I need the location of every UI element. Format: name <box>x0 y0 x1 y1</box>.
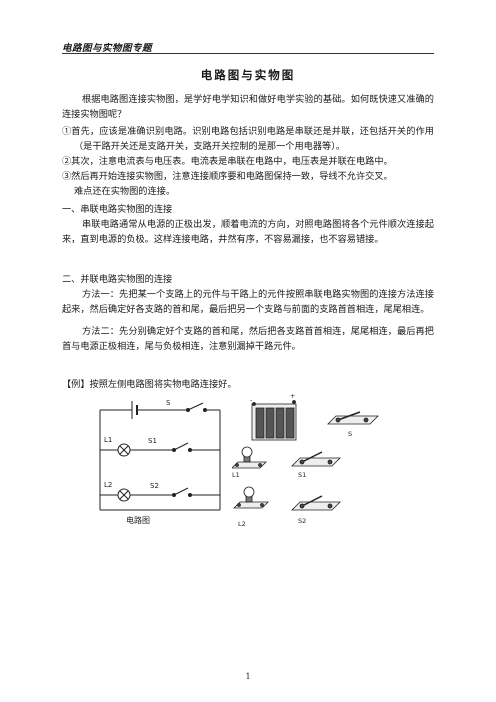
doc-title: 电路图与实物图 <box>200 68 296 82</box>
label-s1: S1 <box>148 437 157 445</box>
step-3: ③然后再开始连接实物图，注意连接顺序要和电路图保持一致，导线不允许交叉。 <box>62 171 393 182</box>
difficulty-note: 难点还在实物图的连接。 <box>74 186 176 197</box>
physical-components: - + S L1 S1 L2 S2 <box>232 392 379 528</box>
label-l1: L1 <box>104 436 112 444</box>
battery-plus-label: + <box>290 392 295 400</box>
section-1-body: 串联电路通常从电源的正极出发，顺着电流的方向，对照电路图将各个元件顺次连接起来，… <box>62 219 434 245</box>
battery-pack-icon[interactable] <box>251 400 297 441</box>
switch-s-blade <box>187 402 204 411</box>
label-s: S <box>166 399 171 407</box>
phys-label-s1: S1 <box>298 471 306 479</box>
switch-s2-icon[interactable] <box>291 495 341 511</box>
phys-label-s: S <box>348 430 352 438</box>
battery-minus-label: - <box>250 396 253 404</box>
switch-s2-blade <box>173 487 189 496</box>
step-1: ①首先，应该是准确识别电路。识别电路包括识别电路是串联还是并联，还包括开关的作用… <box>62 126 434 152</box>
example-prompt: 【例】按照左侧电路图将实物电路连接好。 <box>62 379 237 390</box>
label-s2: S2 <box>150 482 159 490</box>
intro-block: 根据电路图连接实物图，是学好电学知识和做好电学实验的基础。如何既快速又准确的连接… <box>62 92 434 122</box>
step-2: ②其次，注意电流表与电压表。电流表是串联在电路中，电压表是并联在电路中。 <box>62 156 393 167</box>
phys-label-s2: S2 <box>298 517 306 525</box>
switch-s1-blade <box>173 442 189 451</box>
phys-label-l2: L2 <box>238 520 246 528</box>
lamp-l2-icon[interactable] <box>233 486 269 509</box>
steps-block: ①首先，应该是准确识别电路。识别电路包括识别电路是串联还是并联，还包括开关的作用… <box>62 124 434 199</box>
page-number: 1 <box>245 672 251 681</box>
label-l2: L2 <box>104 481 112 489</box>
section-1: 一、串联电路实物图的连接 串联电路通常从电源的正极出发，顺着电流的方向，对照电路… <box>62 202 434 247</box>
section-1-heading: 一、串联电路实物图的连接 <box>62 204 173 215</box>
section-2: 二、并联电路实物图的连接 方法一：先把某一个支路上的元件与干路上的元件按照串联电… <box>62 272 434 354</box>
intro-paragraph: 根据电路图连接实物图，是学好电学知识和做好电学实验的基础。如何既快速又准确的连接… <box>62 94 434 120</box>
section-2-method-1: 方法一：先把某一个支路上的元件与干路上的元件按照串联电路实物图的连接方法连接起来… <box>62 289 434 315</box>
example-block: 【例】按照左侧电路图将实物电路连接好。 <box>62 377 434 392</box>
page-header: 电路图与实物图专题 <box>62 43 153 54</box>
circuit-diagram: S L1 S1 L2 S2 电路图 <box>99 399 221 525</box>
circuit-caption: 电路图 <box>126 515 150 525</box>
header-rule <box>62 53 434 54</box>
section-2-heading: 二、并联电路实物图的连接 <box>62 274 173 285</box>
switch-s1-icon[interactable] <box>291 451 341 467</box>
switch-s-icon[interactable] <box>327 411 379 425</box>
lamp-l1-icon[interactable] <box>232 446 267 469</box>
section-2-method-2: 方法二：先分别确定好个支路的首和尾，然后把各支路首首相连，尾尾相连，最后再把首与… <box>62 326 434 352</box>
phys-label-l1: L1 <box>232 471 240 479</box>
